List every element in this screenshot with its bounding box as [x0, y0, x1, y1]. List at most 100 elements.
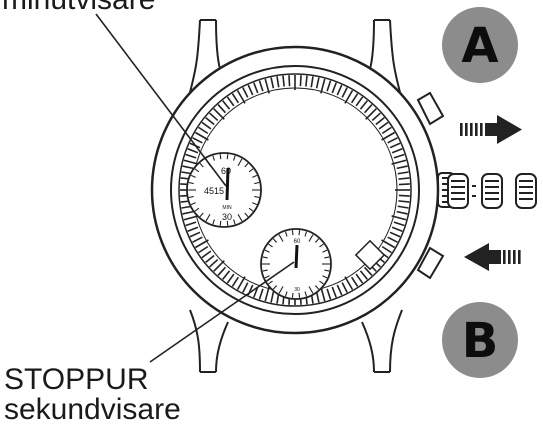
- tick-mark: [199, 162, 204, 168]
- tick-mark: [212, 155, 215, 161]
- tick-mark: [278, 234, 284, 242]
- watch-lugs: [187, 19, 403, 373]
- tick-mark: [350, 93, 359, 104]
- watch-case-inner: [170, 65, 420, 315]
- tick-mark: [209, 258, 219, 268]
- minute-subdial-left-number: 4515: [204, 186, 224, 196]
- crown-position-2: [481, 173, 503, 209]
- tick-mark: [363, 266, 373, 276]
- pointer-line-second: [149, 261, 295, 363]
- tick-mark: [322, 275, 328, 279]
- tick-mark: [248, 168, 254, 173]
- tick-mark: [315, 291, 320, 303]
- tick-mark: [371, 112, 381, 122]
- tick-mark: [248, 207, 254, 212]
- tick-mark: [254, 195, 260, 199]
- second-subdial-hand: [294, 244, 299, 269]
- tick-mark: [398, 200, 410, 203]
- tick-mark: [381, 245, 392, 254]
- tick-mark: [252, 174, 258, 178]
- pointer-line-minute: [95, 13, 227, 187]
- tick-mark: [319, 243, 324, 248]
- tick-mark: [205, 254, 215, 263]
- tick-mark: [331, 82, 337, 94]
- badge-b: B: [442, 302, 518, 378]
- tick-mark: [226, 273, 235, 284]
- tick-mark: [393, 153, 405, 159]
- tick-mark: [182, 210, 194, 215]
- tick-mark: [205, 117, 215, 126]
- tick-mark: [226, 154, 229, 160]
- tick-mark: [270, 291, 275, 303]
- tick-mark: [398, 194, 410, 197]
- tick-mark: [237, 158, 243, 167]
- tick-mark: [278, 286, 284, 294]
- tick-mark: [222, 270, 231, 280]
- tick-mark: [194, 168, 200, 173]
- tick-mark: [264, 249, 270, 253]
- tick-mark: [304, 291, 308, 297]
- tick-mark: [219, 154, 222, 160]
- tick-mark: [398, 183, 410, 186]
- tick-mark: [188, 181, 194, 185]
- tick-mark: [201, 250, 212, 259]
- tick-mark: [314, 238, 320, 243]
- tick-mark: [185, 221, 197, 227]
- tick-mark: [396, 165, 408, 170]
- tick-mark: [192, 137, 203, 144]
- badge-a: A: [442, 7, 518, 83]
- tick-mark: [226, 220, 229, 226]
- pusher-a[interactable]: [416, 91, 445, 126]
- tick-mark: [291, 230, 294, 236]
- tick-mark: [185, 153, 197, 159]
- tick-mark: [276, 76, 280, 88]
- crown-position-1: [447, 173, 476, 209]
- tick-mark: [387, 137, 398, 144]
- tick-mark: [291, 292, 294, 298]
- tick-mark: [272, 285, 278, 290]
- tick-mark: [315, 77, 320, 89]
- tick-mark: [355, 96, 364, 107]
- tick-mark: [389, 231, 401, 238]
- tick-mark: [262, 269, 268, 272]
- tick-mark: [201, 121, 212, 130]
- tick-mark: [189, 231, 201, 238]
- second-subdial-top-number: 60: [294, 239, 301, 245]
- tick-mark: [192, 236, 203, 243]
- tick-mark: [217, 104, 227, 114]
- tick-mark: [187, 148, 199, 154]
- second-subdial: 60 30: [260, 228, 332, 300]
- tick-mark: [233, 219, 236, 225]
- tick-mark: [231, 276, 240, 287]
- minute-subdial-hand: [225, 167, 230, 201]
- tick-mark: [324, 256, 330, 259]
- tick-mark: [205, 213, 211, 222]
- tick-mark: [350, 276, 359, 287]
- badge-b-letter: B: [462, 313, 499, 369]
- tick-mark: [219, 220, 222, 226]
- tick-mark: [284, 291, 288, 297]
- crown-icon: [447, 173, 537, 209]
- tick-mark: [190, 202, 196, 206]
- tick-mark: [341, 282, 348, 293]
- tick-mark: [375, 117, 385, 126]
- tick-mark: [217, 266, 227, 276]
- crown-position-3: [515, 173, 537, 209]
- minute-hand-label: minutvisare: [2, 0, 155, 16]
- tick-mark: [190, 174, 196, 178]
- tick-mark: [188, 195, 194, 199]
- tick-mark: [398, 177, 410, 180]
- tick-mark: [182, 165, 194, 170]
- tick-mark: [268, 243, 273, 248]
- tick-mark: [387, 236, 398, 243]
- pusher-b[interactable]: [416, 246, 445, 280]
- tick-mark: [389, 142, 401, 149]
- tick-mark: [270, 77, 275, 89]
- tick-mark: [324, 269, 330, 272]
- tick-mark: [378, 121, 389, 130]
- tick-mark: [341, 87, 348, 98]
- stopwatch-label: STOPPUR: [4, 363, 149, 396]
- tick-mark: [198, 126, 209, 135]
- tick-mark: [308, 286, 314, 294]
